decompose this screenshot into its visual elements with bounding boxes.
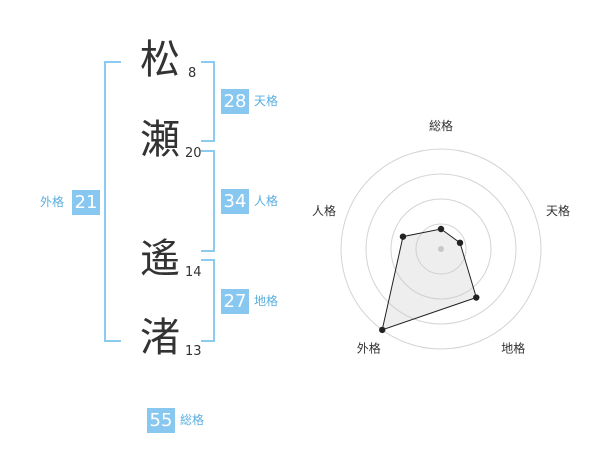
radar-axis-label-2: 天格 (546, 203, 570, 218)
jinkaku-badge: 34 (221, 189, 249, 214)
jinkaku-label: 人格 (254, 194, 279, 208)
chikaku-label: 地格 (254, 294, 279, 308)
soukaku-badge: 55 (147, 408, 175, 433)
jinkaku-bracket (201, 150, 215, 252)
radar-center-dot (438, 246, 444, 252)
radar-series-polygon (381, 228, 477, 331)
tenkaku-badge: 28 (221, 89, 249, 114)
radar-point-2 (456, 239, 464, 247)
radar-point-3 (473, 294, 480, 301)
gaikaku-bracket (104, 61, 121, 342)
chikaku-badge: 27 (221, 289, 249, 314)
chikaku-bracket (201, 259, 215, 342)
radar-point-4 (379, 326, 386, 334)
radar-point-1 (437, 225, 445, 233)
stroke-count-4: 13 (185, 344, 202, 359)
name-char-1: 松 (140, 37, 180, 83)
gaikaku-label: 外格 (40, 195, 65, 209)
radar-axis-label-1: 総格 (429, 118, 453, 133)
radar-ring (390, 198, 492, 300)
radar-ring (415, 223, 467, 275)
radar-point-5 (399, 233, 407, 240)
stroke-count-3: 14 (185, 265, 202, 280)
gaikaku-badge: 21 (72, 190, 100, 215)
tenkaku-label: 天格 (254, 94, 279, 108)
stroke-count-2: 20 (185, 146, 202, 161)
tenkaku-bracket (201, 61, 215, 142)
soukaku-label: 総格 (180, 413, 205, 427)
radar-ring (365, 173, 517, 325)
radar-ring (340, 148, 542, 350)
radar-axis-label-3: 地格 (501, 341, 525, 356)
radar-axis-label-5: 人格 (312, 203, 336, 218)
name-char-2: 瀬 (140, 117, 180, 163)
name-char-3: 遙 (140, 236, 180, 282)
stroke-count-1: 8 (188, 66, 197, 81)
name-char-4: 渚 (140, 315, 180, 361)
radar-axis-label-4: 外格 (357, 341, 381, 356)
